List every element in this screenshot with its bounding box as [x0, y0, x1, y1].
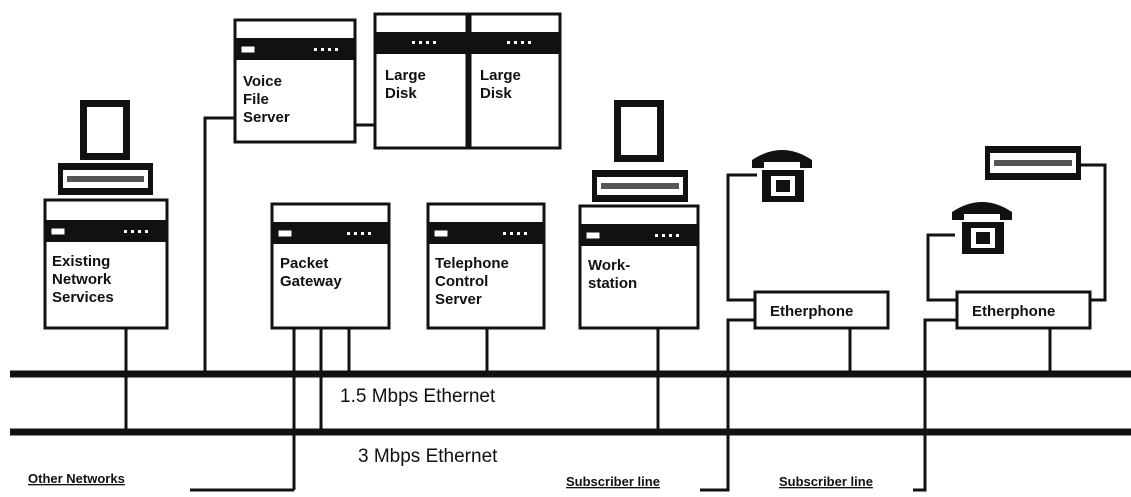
ethernet-3-mbps-label: 3 Mbps Ethernet [358, 446, 498, 467]
packet-gateway-line-2: Gateway [280, 273, 342, 290]
workstation-line-2: station [588, 275, 637, 292]
keyboard-icon [592, 170, 688, 202]
existing-network-services-line-3: Services [52, 289, 114, 306]
existing-network-services-line-2: Network [52, 271, 112, 288]
monitor-icon [614, 100, 664, 162]
large-disk-2-line-1: Large [480, 67, 521, 84]
etherphone-right: Etherphone [957, 292, 1090, 328]
workstation-line-1: Work- [588, 257, 630, 274]
telephone-icon [952, 202, 1012, 254]
telephone-control-server-line-2: Control [435, 273, 488, 290]
monitor-icon [80, 100, 130, 160]
etherphone-left: Etherphone [755, 292, 888, 328]
etherphone-left-label: Etherphone [770, 303, 853, 320]
voice-file-server-line-3: Server [243, 109, 290, 126]
voice-file-server-line-2: File [243, 91, 269, 108]
subscriber-line-1-label: Subscriber line [566, 474, 660, 489]
existing-network-services-server: Existing Network Services [45, 200, 167, 328]
etherphone-right-label: Etherphone [972, 303, 1055, 320]
keyboard-icon [985, 146, 1081, 180]
large-disk-1: Large Disk [375, 14, 467, 148]
telephone-control-server: Telephone Control Server [428, 204, 544, 328]
subscriber-line-2-label: Subscriber line [779, 474, 873, 489]
svg-text:Existing Network S: Existing Network Services [52, 253, 115, 306]
large-disk-1-line-1: Large [385, 67, 426, 84]
packet-gateway-server: Packet Gateway [272, 204, 389, 328]
svg-text:Work- station: Work- station [588, 257, 637, 292]
keyboard-icon [58, 163, 153, 195]
workstation-server: Work- station [580, 206, 698, 328]
large-disk-2-line-2: Disk [480, 85, 512, 102]
large-disk-1-line-2: Disk [385, 85, 417, 102]
telephone-control-server-line-1: Telephone [435, 255, 509, 272]
telephone-icon [752, 150, 812, 202]
voice-file-server: Voice File Server [235, 20, 355, 142]
large-disk-2: Large Disk [470, 14, 560, 148]
other-networks-label: Other Networks [28, 471, 125, 486]
ethernet-1-5-mbps-label: 1.5 Mbps Ethernet [340, 386, 496, 407]
voice-file-server-line-1: Voice [243, 73, 282, 90]
telephone-control-server-line-3: Server [435, 291, 482, 308]
packet-gateway-line-1: Packet [280, 255, 328, 272]
existing-network-services-line-1: Existing [52, 253, 110, 270]
